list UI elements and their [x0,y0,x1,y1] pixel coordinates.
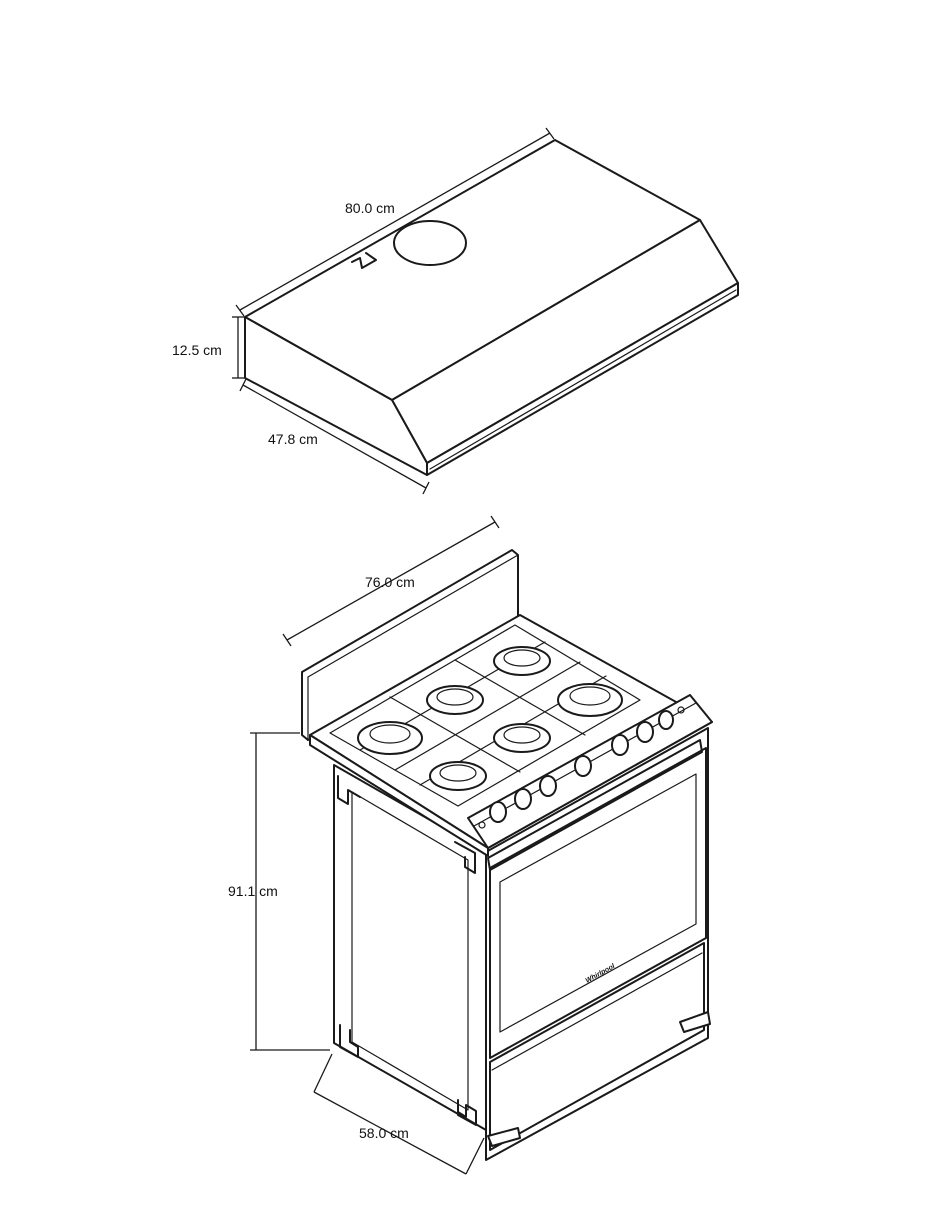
oven-door-handle [487,739,703,871]
knob-1 [489,801,507,823]
stove-knobs [478,706,685,829]
storage-drawer [489,942,705,1151]
stove-width-dim-line [286,521,496,641]
burner-left [357,721,423,755]
hood-width-label: 80.0 cm [345,200,395,216]
oven-door [489,747,707,1059]
burner-front [429,761,487,791]
burner-right [557,683,623,717]
hood-front-lip [426,282,739,476]
ignition-button-left [478,821,486,829]
stove-depth-dim-line [313,1091,467,1175]
oven-door-window [499,773,697,1033]
hood-height-label: 12.5 cm [172,342,222,358]
burner-mid-left [426,685,484,715]
stove-cooktop-rim [309,734,489,857]
corner-bracket-tr [454,841,476,874]
corner-bracket-tl [337,775,361,805]
range-hood [244,139,739,476]
stove-side-inner-panel [351,791,469,1111]
corner-bracket-br [457,1099,477,1126]
knob-2 [514,788,532,810]
hood-cable-slot [351,252,377,269]
hood-depth-dim-line [242,384,427,489]
knob-5 [611,734,629,756]
stove: Whirlpool [301,549,713,1161]
foot-right [679,1011,711,1033]
hood-width-dim-line [239,132,551,311]
stove-width-label: 76.0 cm [365,574,415,590]
knob-6 [636,721,654,743]
stove-dimensions: 76.0 cm 91.1 cm 58.0 cm [228,515,500,1175]
burner-center [493,723,551,753]
hood-depth-label: 47.8 cm [268,431,318,447]
stove-depth-label: 58.0 cm [359,1125,409,1141]
knob-7 [658,710,674,730]
foot-front [487,1127,521,1147]
burner-rear-center [493,646,551,676]
stove-burners [357,646,623,791]
ignition-button-right [677,706,685,714]
knob-3 [539,775,557,797]
hood-lip-line [429,289,737,470]
stove-height-label: 91.1 cm [228,883,278,899]
hood-duct-opening [393,220,467,266]
hood-dimensions: 80.0 cm 12.5 cm 47.8 cm [172,127,555,495]
corner-bracket-bl [339,1024,359,1058]
knob-4 [574,755,592,777]
